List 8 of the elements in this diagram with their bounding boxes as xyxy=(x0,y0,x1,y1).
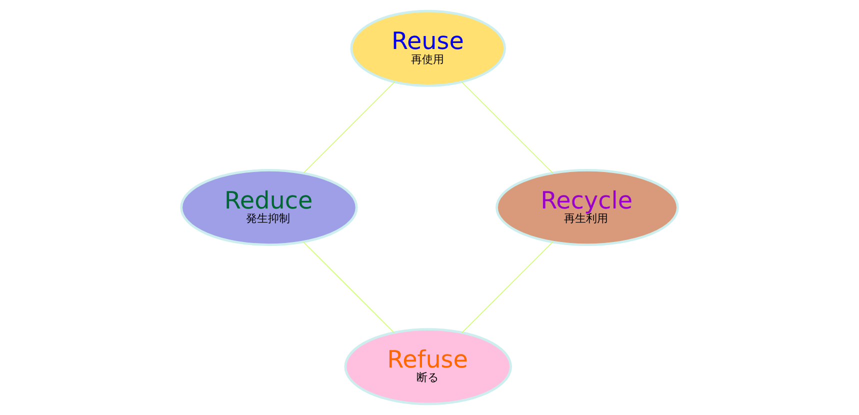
connector xyxy=(303,82,395,174)
connector xyxy=(302,241,394,333)
node-ellipse: Recycle 再生利用 xyxy=(496,169,679,246)
node-ellipse: Refuse 断る xyxy=(344,328,512,406)
node-ellipse: Reuse 再使用 xyxy=(350,10,506,87)
node-ellipse: Reduce 発生抑制 xyxy=(180,169,358,246)
connector xyxy=(462,242,554,334)
connector xyxy=(461,82,554,174)
